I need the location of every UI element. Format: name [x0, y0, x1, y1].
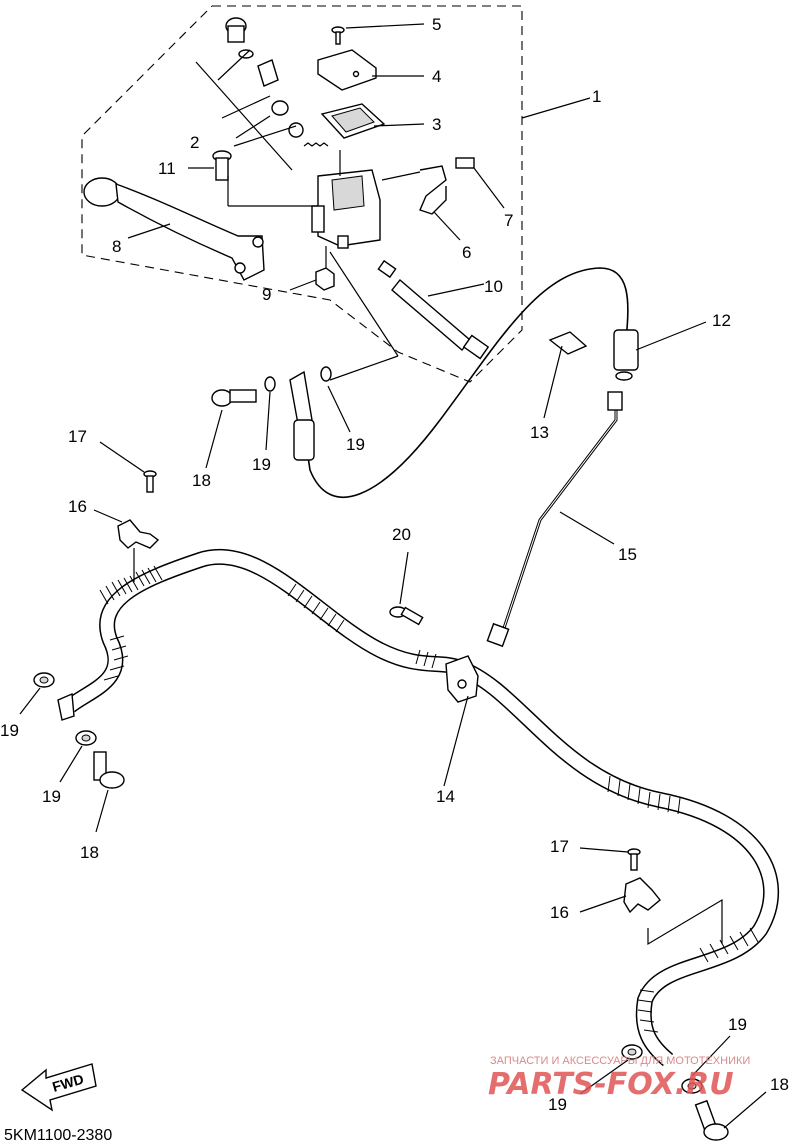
callout-18-upper: 18 [192, 471, 211, 490]
upper-hose [303, 267, 629, 498]
hose-joint [445, 655, 479, 703]
callout-5: 5 [432, 15, 441, 34]
callout-19-right-a: 19 [728, 1015, 747, 1034]
callout-1: 1 [592, 87, 601, 106]
union-bolt-right [621, 1044, 729, 1141]
callout-11: 11 [158, 159, 176, 178]
callout-13: 13 [530, 423, 549, 442]
reservoir-diaphragm [320, 103, 386, 139]
callout-19-left-a: 19 [0, 721, 19, 740]
union-bolt-left [33, 672, 125, 789]
joint-bolt [389, 606, 424, 626]
master-cylinder-body [311, 150, 381, 249]
callout-4: 4 [432, 67, 441, 86]
pivot-bolt [212, 150, 318, 207]
callout-15: 15 [618, 545, 637, 564]
fwd-arrow-icon: FWD [20, 1063, 97, 1112]
union-bolt-upper [211, 366, 332, 425]
callout-6: 6 [462, 243, 471, 262]
assembly-leader [329, 251, 399, 357]
callout-10: 10 [484, 277, 503, 296]
callout-17-lower: 17 [550, 837, 569, 856]
callout-19-upper-a: 19 [252, 455, 271, 474]
brake-pipe-inner [499, 400, 617, 641]
hose-clamp-upper [117, 470, 160, 549]
callout-12: 12 [712, 311, 731, 330]
lever-nut [315, 246, 335, 291]
callout-16-lower: 16 [550, 903, 569, 922]
hose-protector-rings [99, 565, 759, 1033]
callout-9: 9 [262, 285, 271, 304]
callout-8: 8 [112, 237, 121, 256]
leader-lines [19, 23, 767, 1129]
callout-19-right-b: 19 [548, 1095, 567, 1114]
callout-17-upper: 17 [68, 427, 87, 446]
callout-19-upper-b: 19 [346, 435, 365, 454]
watermark-line1: ЗАПЧАСТИ И АКСЕССУАРЫ ДЛЯ МОТОТЕХНИКИ [490, 1055, 750, 1067]
hose-clamp-lower [623, 848, 723, 946]
callout-7: 7 [504, 211, 513, 230]
assembly-boundary [81, 5, 523, 383]
callout-20: 20 [392, 525, 411, 544]
clutch-switch [377, 259, 490, 360]
brake-pipe [498, 400, 618, 641]
callout-18-right: 18 [770, 1075, 789, 1094]
reservoir-cap [317, 49, 377, 91]
pipe-fitting-lower [486, 622, 510, 648]
diagram-code: 5KM1100-2380 [4, 1127, 112, 1144]
pipe-fitting [607, 391, 623, 411]
callout-2: 2 [190, 133, 199, 152]
callout-16-upper: 16 [68, 497, 87, 516]
callout-19-left-b: 19 [42, 787, 61, 806]
callout-3: 3 [432, 115, 441, 134]
clutch-lever [83, 177, 265, 281]
upper-hose-fitting [293, 329, 639, 461]
hose-bracket [548, 331, 588, 355]
watermark-line2: PARTS-FOX.RU [488, 1067, 734, 1102]
cap-screw [331, 26, 345, 45]
assembly-leader-2 [329, 355, 399, 381]
holder-clamp [381, 157, 475, 215]
callout-14: 14 [436, 787, 455, 806]
piston-kit [195, 17, 329, 171]
callout-18-left: 18 [80, 843, 99, 862]
